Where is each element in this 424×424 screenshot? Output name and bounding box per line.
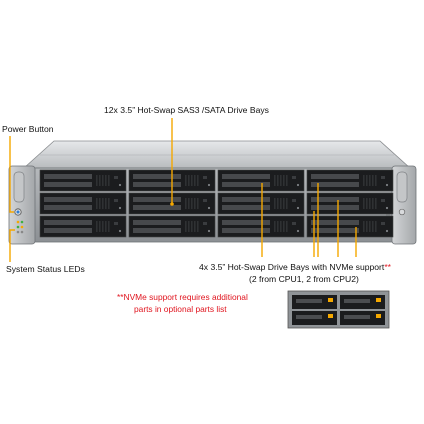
nvme-footnote: **NVMe support requires additional parts… — [117, 291, 248, 315]
drive-bay-tray — [39, 169, 127, 192]
drive-bay-tray — [306, 169, 394, 192]
drive-bay-tray — [217, 215, 305, 238]
drive-bay-tray — [39, 192, 127, 215]
status-leds-callout-line — [9, 229, 15, 262]
power-button-callout-line — [9, 136, 14, 213]
drive-bay-tray — [39, 215, 127, 238]
power-button-callout-label: Power Button — [2, 124, 54, 134]
nvme-footnote-marker: ** — [384, 262, 392, 272]
nvme-bays-inset-image — [287, 290, 390, 329]
status-leds-callout-label: System Status LEDs — [6, 264, 85, 274]
callout-lines — [9, 118, 357, 262]
drive-bays-callout-label: 12x 3.5” Hot-Swap SAS3 /SATA Drive Bays — [104, 105, 269, 115]
drive-bay-tray — [306, 215, 394, 238]
nvme-bays-callout-label: 4x 3.5” Hot-Swap Drive Bays with NVMe su… — [199, 262, 392, 272]
nvme-footnote-line2: parts in optional parts list — [134, 304, 227, 314]
drive-bay-tray — [306, 192, 394, 215]
nvme-bays-cpu-split-label: (2 from CPU1, 2 from CPU2) — [249, 274, 359, 284]
drive-bay-tray — [217, 169, 305, 192]
drive-bay-tray — [128, 215, 216, 238]
nvme-footnote-line1: **NVMe support requires additional — [117, 292, 248, 302]
chassis-top-lid — [22, 140, 412, 169]
drive-bay-grid — [39, 169, 394, 238]
drive-bay-tray — [217, 192, 305, 215]
status-led-icons — [16, 220, 24, 234]
